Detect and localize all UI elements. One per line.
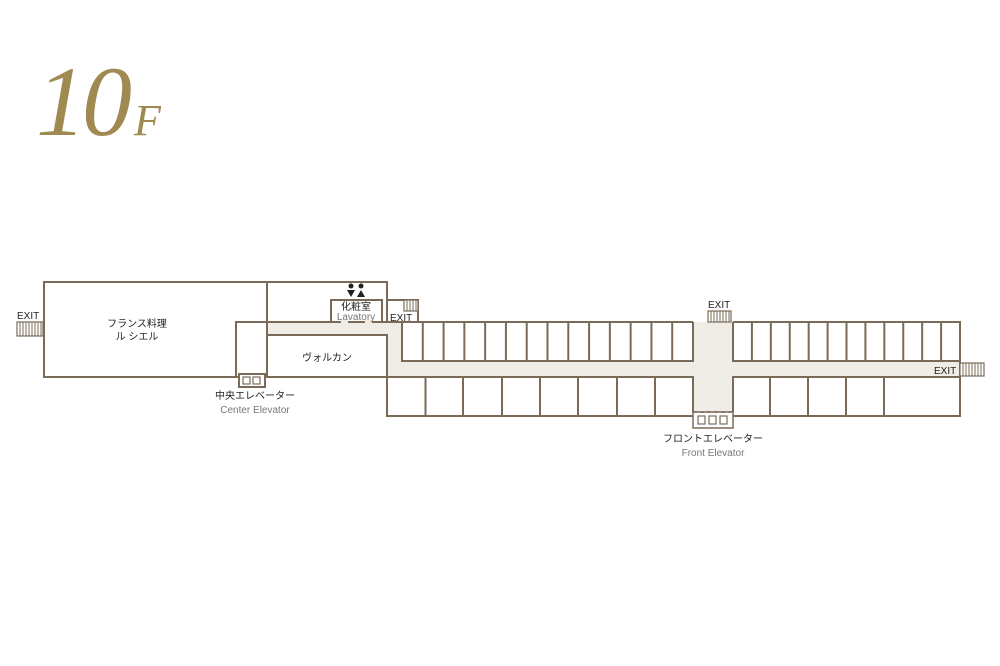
guest-rooms [421, 322, 943, 416]
stairs-icon [16, 321, 44, 337]
elevator-icon [697, 415, 706, 425]
french-restaurant-label-2: ル シエル [116, 332, 159, 343]
restroom-icon [347, 283, 365, 297]
exit-label-front: EXIT [708, 300, 730, 311]
french-restaurant-label: フランス料理 [107, 317, 167, 330]
center-elevator[interactable] [238, 373, 266, 388]
exit-label-lavatory: EXIT [390, 313, 412, 324]
front-elevator-label: フロントエレベーター [663, 433, 763, 445]
exit-label-right: EXIT [934, 366, 956, 377]
lavatory-label-en: Lavatory [337, 312, 375, 323]
elevator-icon [719, 415, 728, 425]
room-lavatory[interactable] [330, 299, 383, 323]
room-vulcan[interactable] [266, 334, 388, 378]
front-elevator-label-en: Front Elevator [682, 448, 745, 459]
corridor [236, 322, 960, 412]
center-elevator-label: 中央エレベーター [215, 389, 295, 402]
elevator-icon [252, 376, 261, 385]
elevator-icon [242, 376, 251, 385]
lavatory-label: 化粧室 [341, 300, 371, 313]
vulcan-label: ヴォルカン [302, 351, 352, 364]
floor-number: 10 [36, 46, 132, 157]
elevator-icon [708, 415, 717, 425]
wall-bottom-rooms [387, 376, 960, 412]
lavatory-door [365, 320, 372, 324]
exit-label-left: EXIT [17, 311, 39, 322]
lavatory-door [341, 320, 348, 324]
stairs-icon [959, 362, 985, 377]
room-french-restaurant[interactable] [43, 281, 268, 378]
floor-suffix: F [134, 96, 161, 145]
stairs-icon [707, 310, 732, 323]
stairs-icon [403, 299, 419, 312]
front-elevator[interactable] [692, 411, 734, 429]
center-elevator-label-en: Center Elevator [220, 405, 290, 416]
